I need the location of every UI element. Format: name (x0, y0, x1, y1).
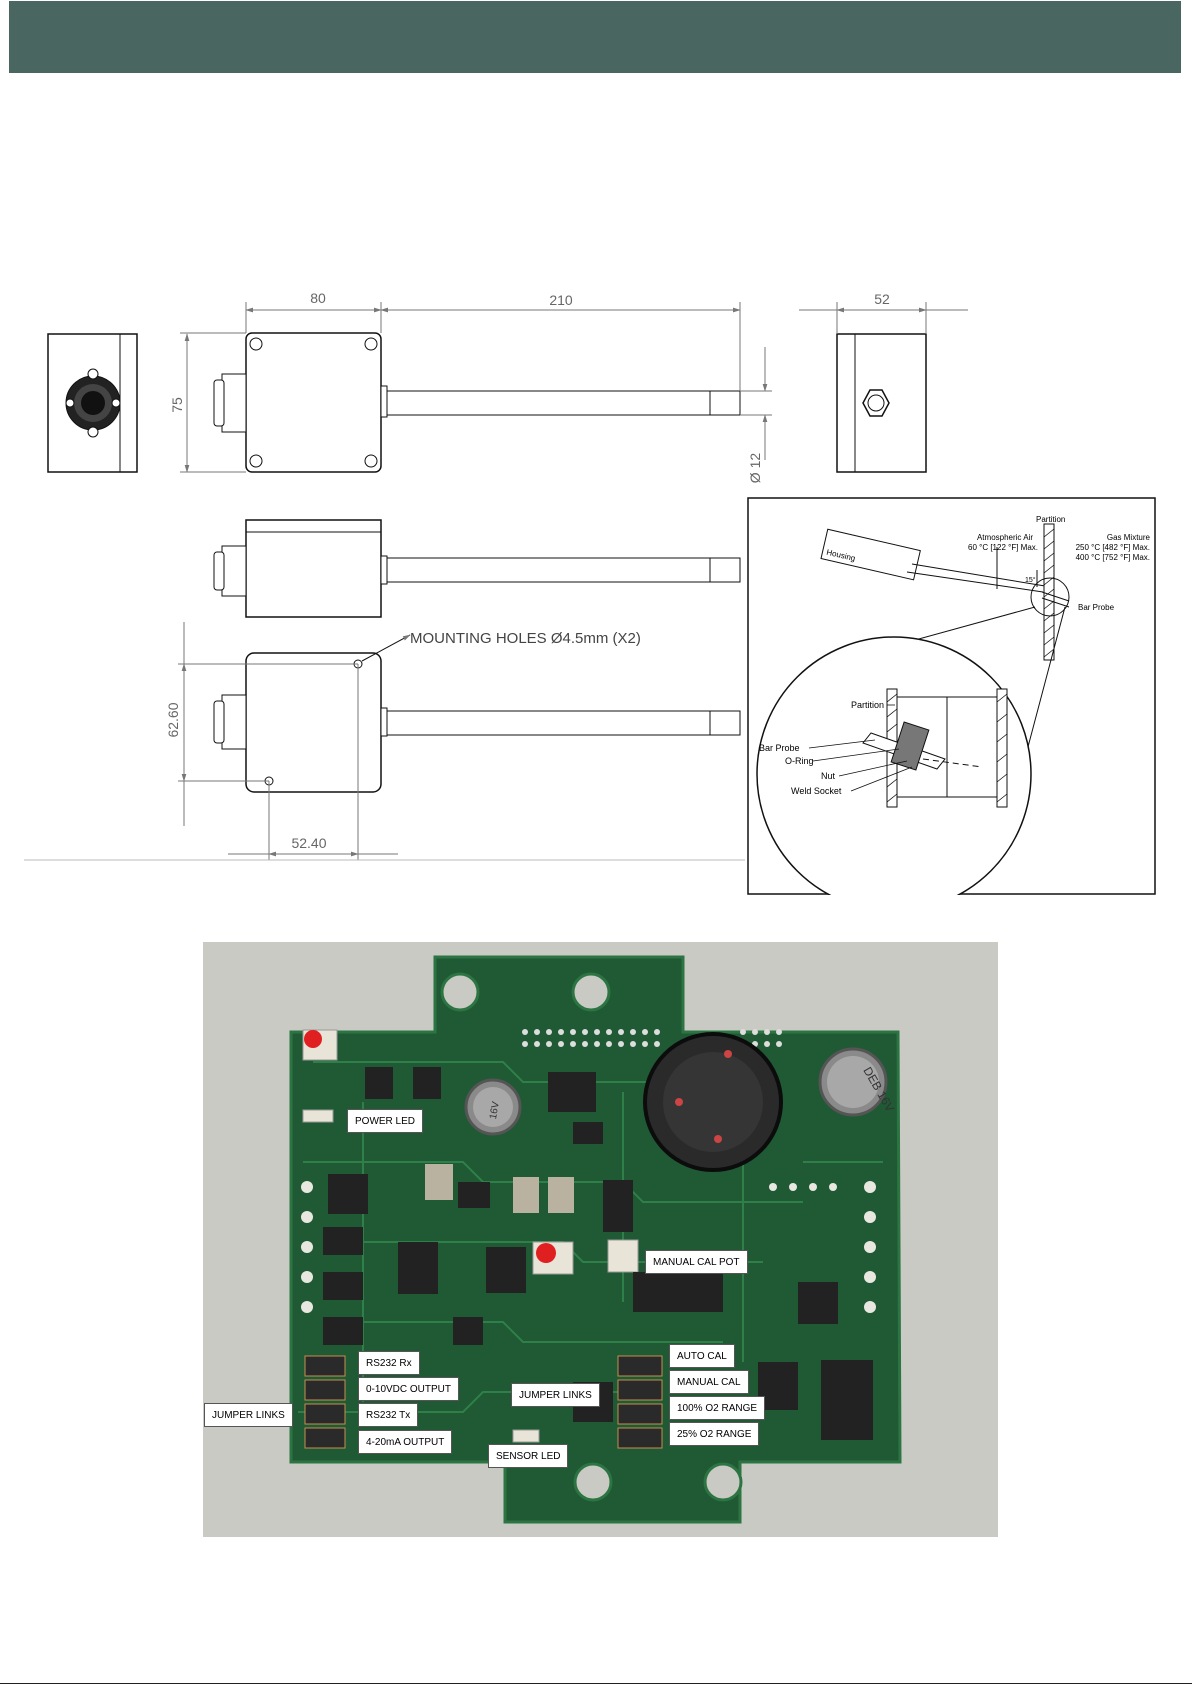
side-view-bottom (213, 634, 741, 793)
dim-width: 80 (310, 290, 326, 306)
dimension-lines (178, 302, 968, 860)
label-manual-cal: MANUAL CAL (669, 1370, 749, 1394)
label-atmospheric-air: Atmospheric Air (977, 533, 1033, 542)
side-view-top (213, 332, 741, 473)
footer-line (0, 1683, 1192, 1684)
label-weld-socket: Weld Socket (791, 786, 842, 796)
dim-hole-vertical: 62.60 (165, 702, 181, 737)
label-power-led: POWER LED (347, 1109, 424, 1133)
mounting-holes-note: MOUNTING HOLES Ø4.5mm (X2) (410, 630, 641, 647)
label-gas-temp-1: 250 °C [482 °F] Max. (1076, 543, 1150, 552)
dimension-drawing: 80 210 52 75 Ø 12 62.60 52.40 MOUNTING H… (24, 290, 968, 861)
label-gas-mixture: Gas Mixture (1107, 533, 1151, 542)
dim-hole-horizontal: 52.40 (291, 835, 326, 851)
dim-height: 75 (169, 397, 185, 413)
installation-diagram: Housing Partition Atmospheric Air 60 °C … (747, 497, 1156, 895)
label-output-0-10vdc: 0-10VDC OUTPUT (358, 1377, 460, 1401)
capacitor-marking-mid: 16V (488, 1100, 502, 1120)
label-partition-detail: Partition (851, 700, 884, 710)
dim-probe-length: 210 (549, 292, 573, 308)
label-gas-temp-2: 400 °C [752 °F] Max. (1076, 553, 1150, 562)
label-bar-probe-top: Bar Probe (1078, 603, 1115, 612)
label-jumper-links-left: JUMPER LINKS (204, 1403, 293, 1427)
label-manual-cal-pot: MANUAL CAL POT (645, 1250, 748, 1274)
dim-diameter: Ø 12 (747, 453, 763, 484)
front-view (47, 333, 138, 473)
label-rs232-rx: RS232 Rx (358, 1351, 420, 1375)
label-nut: Nut (821, 771, 836, 781)
header-band (9, 1, 1181, 73)
label-output-4-20ma: 4-20mA OUTPUT (358, 1430, 453, 1454)
label-o-ring: O-Ring (785, 756, 814, 766)
label-sensor-led: SENSOR LED (488, 1444, 569, 1468)
label-range-25: 25% O2 RANGE (669, 1422, 760, 1446)
label-angle: 15° (1025, 576, 1036, 584)
end-view (836, 333, 927, 473)
pcb-photo: DEB 16V 16V (203, 942, 998, 1537)
label-partition-top: Partition (1036, 515, 1065, 524)
side-view-middle (213, 519, 741, 618)
label-bar-probe-detail: Bar Probe (759, 743, 800, 753)
label-auto-cal: AUTO CAL (669, 1344, 735, 1368)
label-rs232-tx: RS232 Tx (358, 1403, 419, 1427)
label-atmospheric-temp: 60 °C [122 °F] Max. (968, 543, 1038, 552)
label-jumper-links-center: JUMPER LINKS (511, 1383, 600, 1407)
dim-depth: 52 (874, 291, 890, 307)
label-range-100: 100% O2 RANGE (669, 1396, 766, 1420)
